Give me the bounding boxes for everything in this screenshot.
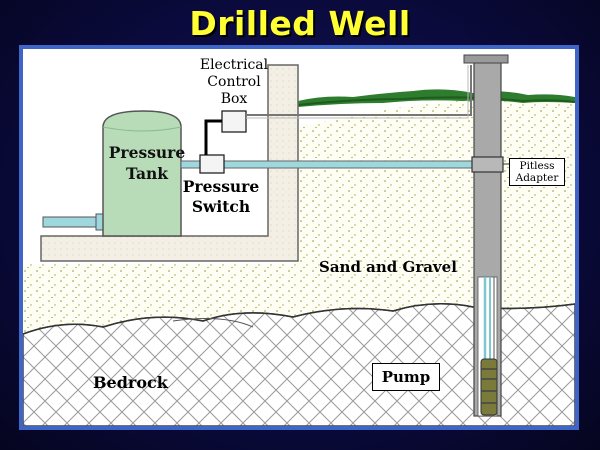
- label-pitless-adapter: Pitless Adapter: [509, 158, 565, 187]
- label-pressure-tank: Pressure Tank: [107, 143, 187, 185]
- slide-title: Drilled Well: [189, 4, 411, 43]
- label-switch-line2: Switch: [191, 197, 251, 217]
- basement-foundation: [40, 64, 299, 262]
- diagram-frame: Electrical Control Box Pressure Tank Pre…: [19, 45, 579, 430]
- pressure-switch: [199, 154, 225, 174]
- label-tank-line1: Pressure: [108, 143, 186, 162]
- label-ecb-line1: Electrical: [199, 57, 269, 73]
- label-tank-line2: Tank: [125, 163, 169, 183]
- pressure-tank: [102, 110, 182, 237]
- label-sand-and-gravel: Sand and Gravel: [319, 258, 457, 276]
- label-pitless-line2: Adapter: [515, 172, 559, 185]
- well-diagram: [23, 54, 575, 426]
- label-switch-line1: Pressure: [182, 177, 260, 196]
- label-pitless-line1: Pitless: [519, 160, 555, 172]
- label-pressure-switch: Pressure Switch: [178, 177, 264, 217]
- label-electrical-control-box: Electrical Control Box: [189, 57, 279, 107]
- label-ecb-line3: Box: [220, 90, 248, 107]
- label-pump: Pump: [372, 363, 440, 391]
- submersible-pump: [480, 358, 498, 416]
- label-bedrock: Bedrock: [93, 373, 168, 392]
- label-ecb-line2: Control: [207, 73, 261, 90]
- pitless-adapter: [471, 156, 504, 173]
- electrical-control-box: [221, 110, 247, 133]
